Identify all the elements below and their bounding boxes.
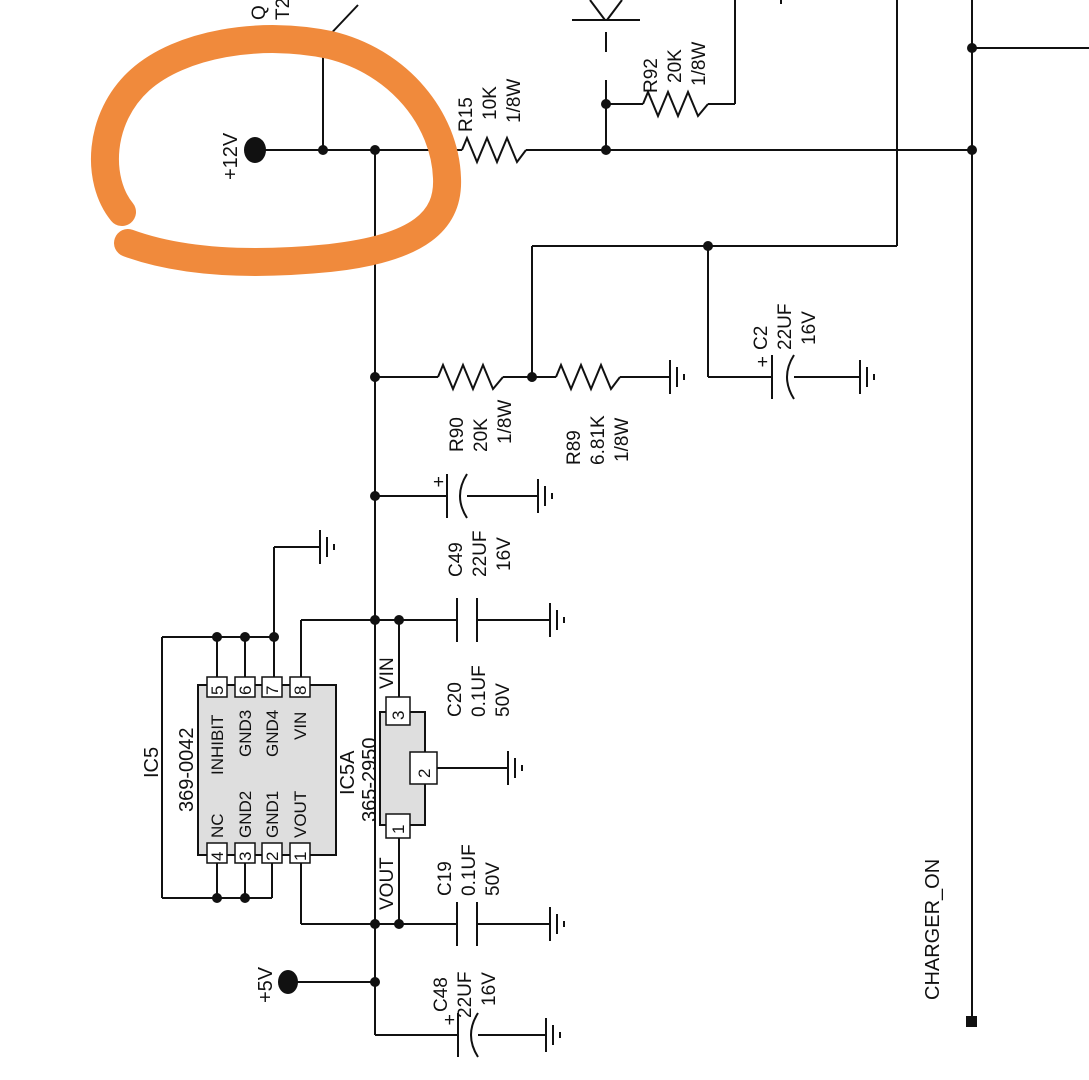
capacitor-c20 — [456, 598, 478, 642]
ground-ic5a — [507, 750, 523, 786]
c2-name: C2 — [751, 326, 772, 350]
ground-c48 — [545, 1017, 561, 1053]
ic5-pin7-num: 7 — [263, 686, 282, 695]
ic5-pin4-num: 4 — [208, 852, 227, 861]
r15-value: 10K — [480, 86, 501, 120]
c49-value: 22UF — [470, 531, 491, 577]
ic5-pin7-box — [261, 676, 283, 698]
ic5-pin3-box — [234, 842, 256, 864]
c48-rating: 16V — [479, 972, 500, 1006]
resistor-r90 — [437, 362, 504, 392]
net-label-5v: +5V — [255, 966, 277, 1003]
c49-polarity: + — [433, 472, 444, 493]
r89-name: R89 — [564, 430, 585, 465]
r15-rating: 1/8W — [504, 79, 525, 123]
ic5-pin6-box — [234, 676, 256, 698]
r92-value: 20K — [665, 49, 686, 83]
ic5a-pin2-box — [409, 751, 438, 785]
ic5a-pin3-name: VIN — [377, 657, 398, 689]
ground-c2 — [859, 359, 875, 395]
ground-r89 — [669, 359, 685, 395]
r89-value: 6.81K — [588, 415, 609, 465]
ic5-pin6-num: 6 — [236, 686, 255, 695]
ic5-pin1-num: 1 — [291, 852, 310, 861]
c2-polarity: + — [757, 352, 768, 373]
capacitor-c49 — [446, 473, 468, 519]
c2-rating: 16V — [799, 311, 820, 345]
wires — [161, 0, 1089, 1036]
ic5-pin3-name: GND2 — [236, 791, 255, 838]
r92-rating: 1/8W — [689, 42, 710, 86]
ic5-name: IC5 — [141, 747, 163, 778]
ic5-pin5-num: 5 — [208, 686, 227, 695]
ic5-pin8-name: VIN — [291, 712, 310, 740]
c49-name: C49 — [446, 542, 467, 577]
r15-name: R15 — [456, 97, 477, 132]
terminal-5v — [278, 970, 298, 994]
ic5a-pin2-num: 2 — [415, 769, 434, 778]
ic5-pin2-num: 2 — [263, 852, 282, 861]
ground-c20 — [549, 602, 565, 638]
c19-rating: 50V — [483, 862, 504, 896]
ic5-pin4-name: NC — [208, 813, 227, 838]
resistor-r15 — [461, 135, 527, 165]
ic5a-name: IC5A — [337, 750, 359, 795]
ic5-pin7-name: GND4 — [263, 710, 282, 757]
ic5-body — [197, 684, 337, 856]
c20-name: C20 — [445, 682, 466, 717]
r90-rating: 1/8W — [495, 400, 516, 444]
ic5-pin4-box — [206, 842, 228, 864]
ic5a-pin3-num: 3 — [389, 711, 408, 720]
ground-c49 — [537, 478, 553, 514]
capacitor-c48 — [457, 1012, 479, 1058]
resistor-r92 — [642, 89, 709, 119]
resistor-r89 — [555, 362, 621, 392]
c48-name: C48 — [431, 977, 452, 1012]
r92-name: R92 — [641, 58, 662, 93]
net-label-charger-on: CHARGER_ON — [922, 859, 944, 1000]
ground-c19 — [549, 906, 565, 942]
c20-value: 0.1UF — [469, 665, 490, 717]
r90-name: R90 — [447, 417, 468, 452]
c19-value: 0.1UF — [459, 844, 480, 896]
r90-value: 20K — [471, 418, 492, 452]
ic5-pin5-name: INHIBIT — [208, 715, 227, 775]
q-label: Q — [249, 5, 270, 20]
ic5-pin1-box — [289, 842, 311, 864]
c19-name: C19 — [435, 861, 456, 896]
ic5-pin8-box — [289, 676, 311, 698]
terminal-charger-on — [966, 1016, 977, 1027]
ic5-pin2-box — [261, 842, 283, 864]
wire-transistor-leg1 — [589, 0, 606, 21]
q-part-label: T2 — [273, 0, 294, 20]
capacitor-c19 — [456, 902, 478, 946]
terminal-12v — [244, 137, 266, 163]
ic5-pin2-name: GND1 — [263, 791, 282, 838]
ic5a-pin1-box — [385, 813, 411, 839]
c48-polarity: + — [444, 1010, 455, 1031]
ic5a-part: 365-2950 — [359, 737, 381, 822]
r89-rating: 1/8W — [612, 418, 633, 462]
ic5-pin8-num: 8 — [291, 686, 310, 695]
net-label-12v: +12V — [220, 132, 242, 180]
wire-transistor-leg2 — [606, 0, 623, 21]
junction-dots — [212, 43, 977, 987]
ic5-part: 369-0042 — [176, 727, 198, 812]
c2-value: 22UF — [775, 304, 796, 350]
orange-highlight-circle — [91, 25, 462, 276]
ic5a-pin1-name: VOUT — [377, 857, 398, 910]
ic5-pin1-name: VOUT — [291, 791, 310, 838]
ic5-pin6-name: GND3 — [236, 710, 255, 757]
ground-ic5 — [319, 529, 335, 565]
c49-rating: 16V — [494, 537, 515, 571]
ic5a-pin1-num: 1 — [389, 825, 408, 834]
ic5a-pin3-box — [385, 696, 411, 726]
ic5-pin3-num: 3 — [236, 852, 255, 861]
ic5-pin5-box — [206, 676, 228, 698]
capacitor-c2 — [771, 354, 795, 400]
c20-rating: 50V — [493, 683, 514, 717]
c48-value: 22UF — [455, 972, 476, 1018]
